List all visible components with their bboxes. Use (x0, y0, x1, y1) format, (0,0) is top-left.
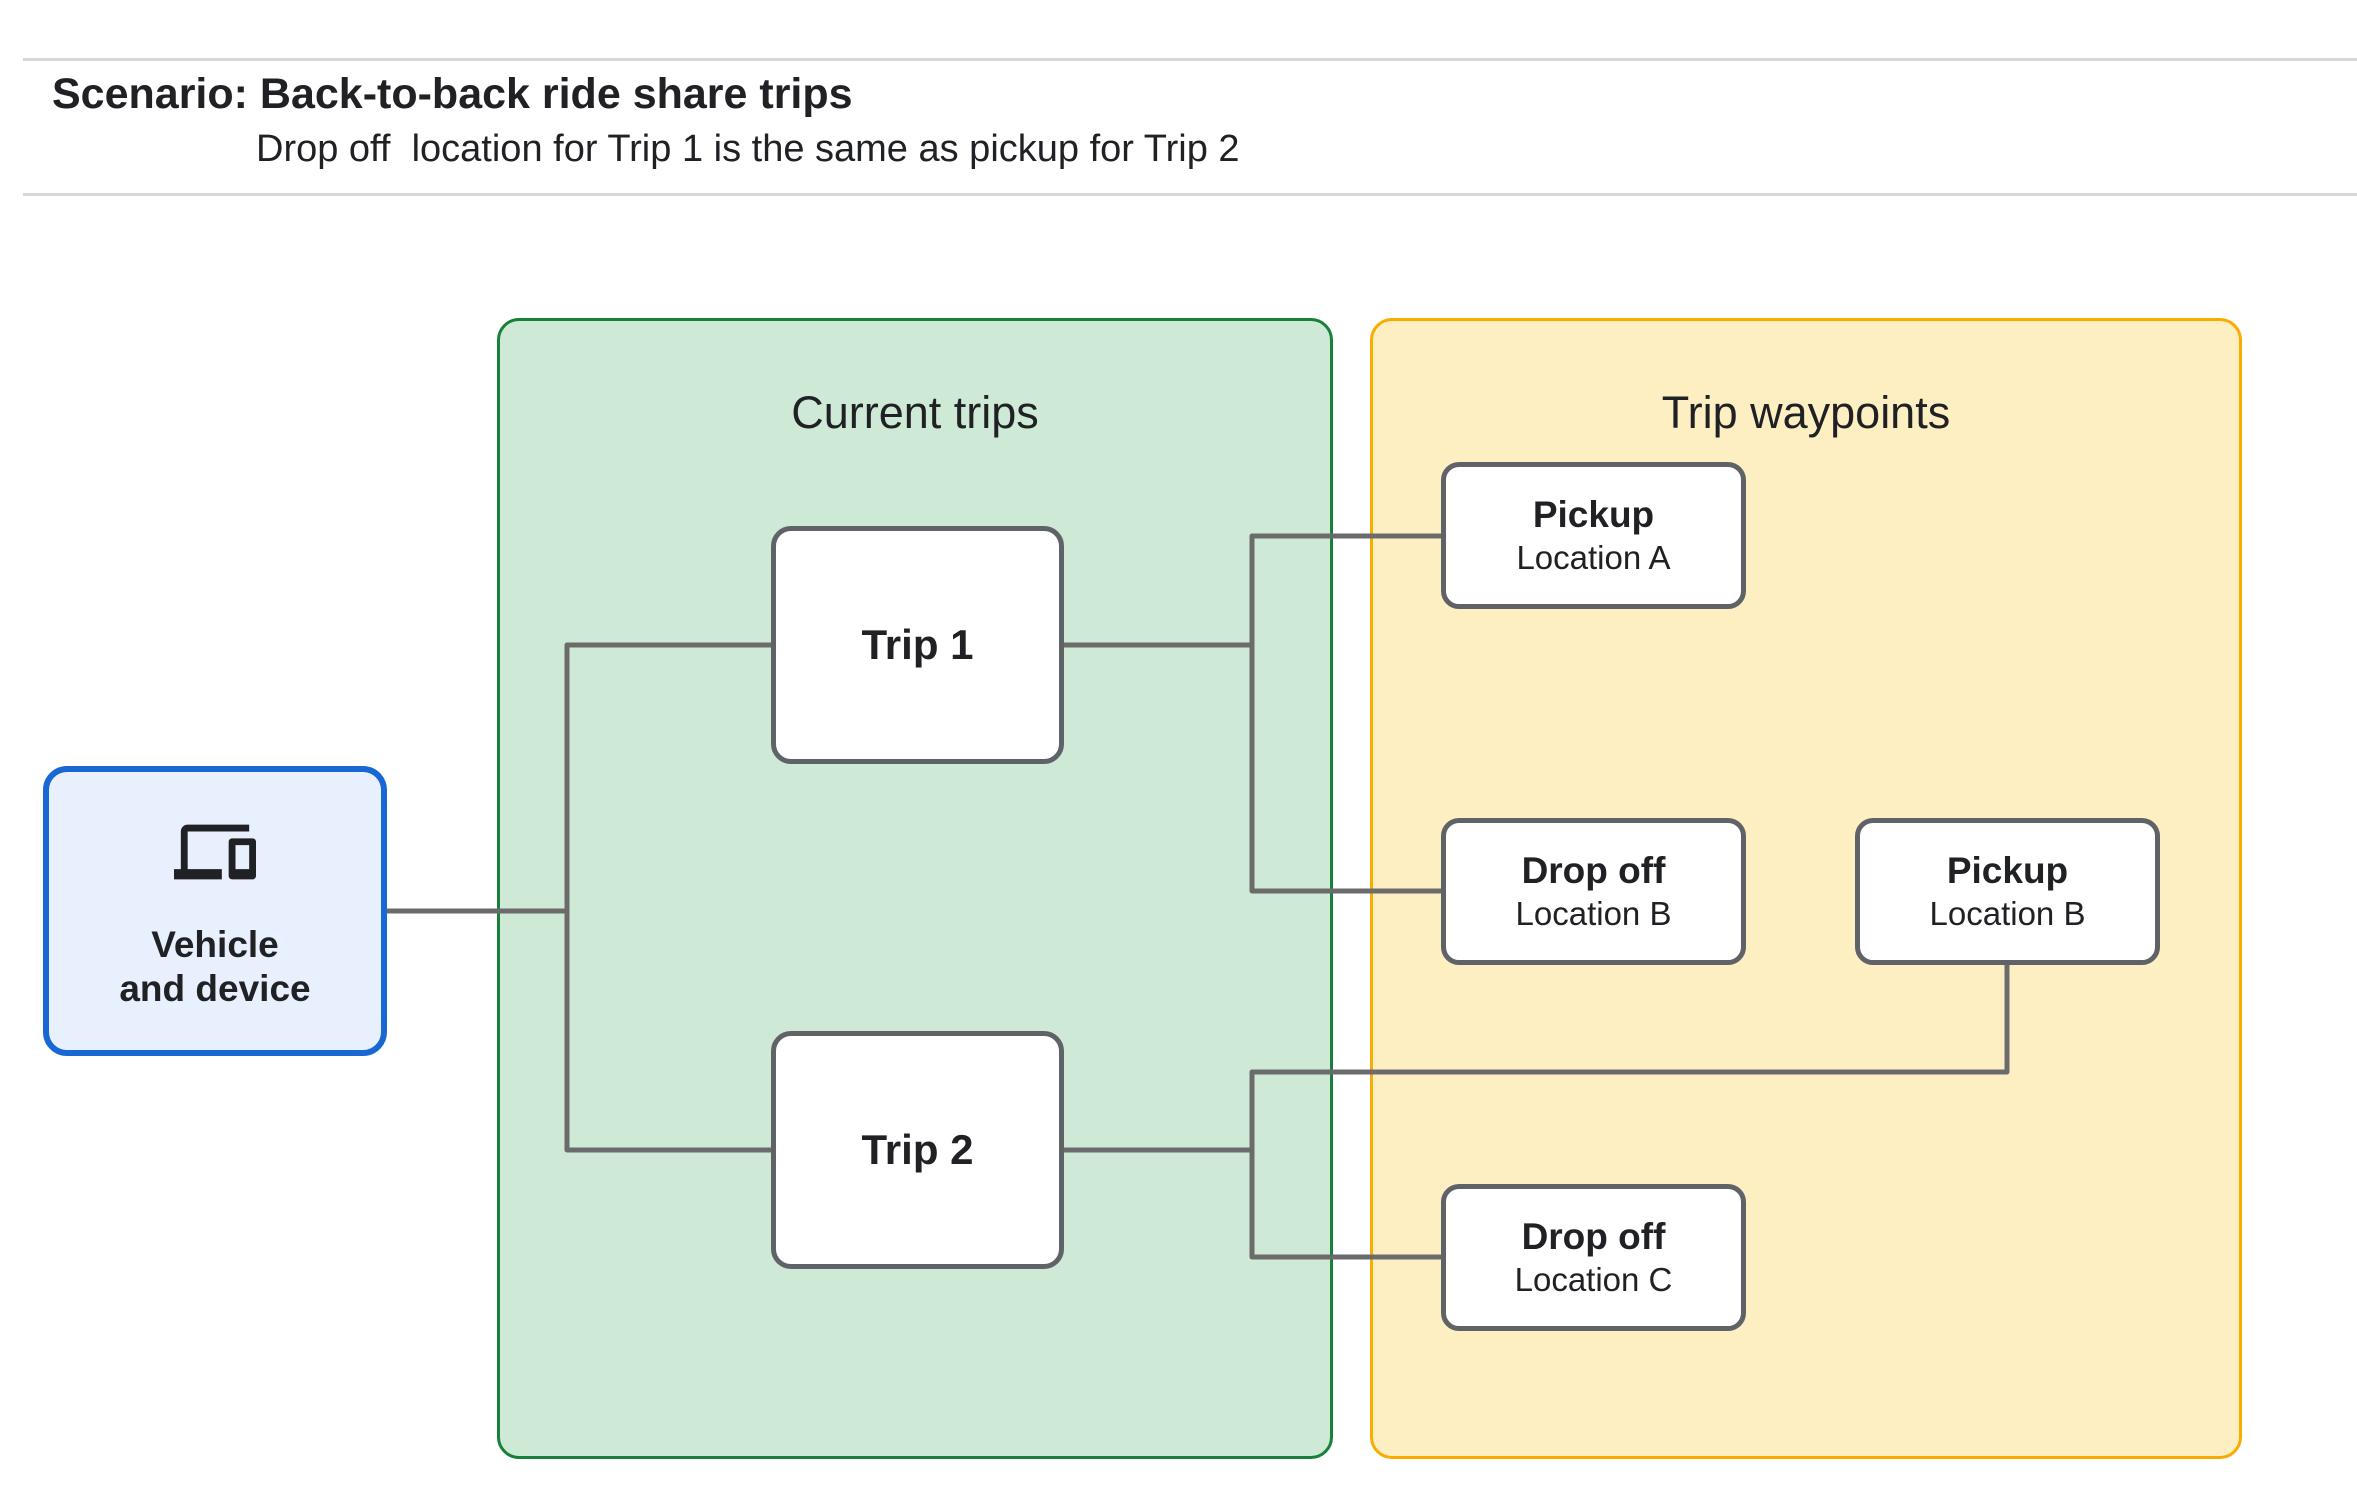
node-dropoff-location-c: Drop off Location C (1441, 1184, 1746, 1331)
page-subtitle: Drop off location for Trip 1 is the same… (256, 128, 1240, 170)
panel-trip-waypoints-title: Trip waypoints (1661, 387, 1951, 438)
node-trip-1: Trip 1 (771, 526, 1064, 764)
node-trip-2-label: Trip 2 (861, 1126, 974, 1173)
vehicle-label-line1: Vehicle (151, 924, 279, 965)
header-divider (23, 193, 2357, 196)
node-vehicle-and-device: Vehicle and device (43, 766, 387, 1056)
devices-icon (174, 811, 256, 893)
node-pickup-location-a-subtitle: Location A (1516, 538, 1671, 576)
node-dropoff-location-b-subtitle: Location B (1515, 894, 1672, 932)
panel-trip-waypoints: Trip waypoints Pickup Location A Drop of… (1370, 318, 2242, 1459)
page-title: Scenario: Back-to-back ride share trips (52, 70, 853, 118)
top-divider (23, 58, 2357, 61)
node-pickup-location-b-subtitle: Location B (1929, 894, 2086, 932)
node-dropoff-location-c-title: Drop off (1521, 1215, 1666, 1257)
node-vehicle-and-device-label: Vehicle and device (119, 923, 310, 1011)
panel-current-trips: Current trips Trip 1 Trip 2 (497, 318, 1333, 1459)
node-trip-1-label: Trip 1 (861, 621, 974, 668)
panel-current-trips-title: Current trips (791, 387, 1039, 438)
node-dropoff-location-b-title: Drop off (1521, 849, 1666, 891)
node-pickup-location-a-title: Pickup (1532, 493, 1655, 535)
node-trip-2: Trip 2 (771, 1031, 1064, 1269)
vehicle-label-line2: and device (119, 968, 311, 1009)
node-pickup-location-a: Pickup Location A (1441, 462, 1746, 609)
node-pickup-location-b-title: Pickup (1946, 849, 2069, 891)
node-dropoff-location-b: Drop off Location B (1441, 818, 1746, 965)
node-dropoff-location-c-subtitle: Location C (1514, 1260, 1673, 1298)
node-pickup-location-b: Pickup Location B (1855, 818, 2160, 965)
